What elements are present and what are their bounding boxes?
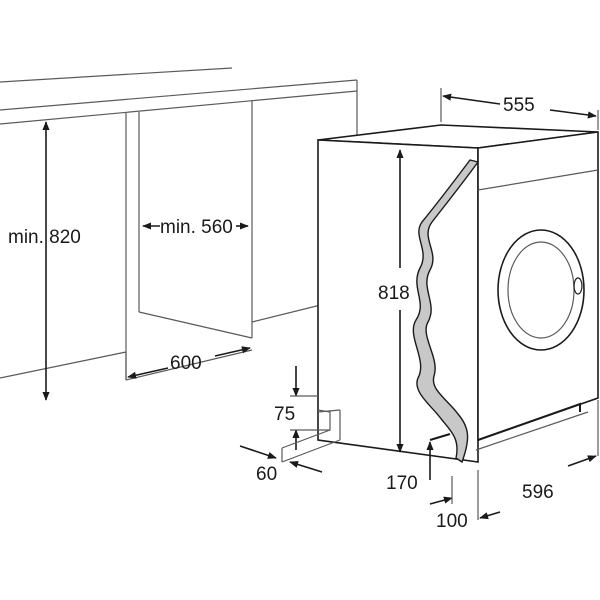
niche-floor-edge bbox=[138, 311, 253, 339]
label-niche-width: min. 560 bbox=[160, 217, 233, 238]
label-machine-width: 555 bbox=[503, 95, 535, 116]
dimension-foot-height: 170 bbox=[386, 441, 434, 494]
label-cabinet-height: min. 820 bbox=[8, 227, 81, 248]
dimension-plinth-height: 75 bbox=[274, 366, 330, 450]
dimension-cabinet-height: min. 820 bbox=[8, 121, 81, 401]
plinth-recess bbox=[281, 409, 341, 463]
dimension-cabinet-depth: 600 bbox=[127, 346, 251, 379]
dimension-foot-setback: 100 bbox=[429, 476, 501, 532]
floor-line bbox=[125, 349, 253, 381]
label-foot-setback: 100 bbox=[436, 511, 468, 532]
left-cabinet-bottom bbox=[0, 351, 127, 379]
dimension-machine-height: 818 bbox=[378, 149, 410, 453]
dimension-machine-width: 555 bbox=[440, 88, 599, 130]
dimension-machine-depth: 596 bbox=[477, 400, 599, 520]
label-machine-depth: 596 bbox=[522, 482, 554, 503]
countertop-top-edge bbox=[0, 79, 358, 111]
label-plinth-setback: 60 bbox=[256, 464, 277, 485]
machine-side bbox=[317, 139, 479, 463]
kitchen-cabinet bbox=[0, 67, 358, 381]
cutaway-door-panel bbox=[412, 159, 480, 464]
dimension-niche-width: min. 560 bbox=[142, 217, 249, 238]
label-cabinet-depth: 600 bbox=[170, 353, 202, 374]
countertop-back-edge bbox=[0, 67, 233, 83]
countertop-front-edge bbox=[0, 90, 358, 125]
door-handle bbox=[573, 277, 583, 295]
dimension-plinth-setback: 60 bbox=[239, 445, 323, 485]
washing-machine bbox=[317, 124, 599, 464]
porthole-door bbox=[497, 229, 585, 351]
label-foot-height: 170 bbox=[386, 473, 418, 494]
label-plinth-height: 75 bbox=[274, 404, 295, 425]
control-panel-edge bbox=[477, 169, 599, 191]
label-machine-height: 818 bbox=[378, 283, 410, 304]
